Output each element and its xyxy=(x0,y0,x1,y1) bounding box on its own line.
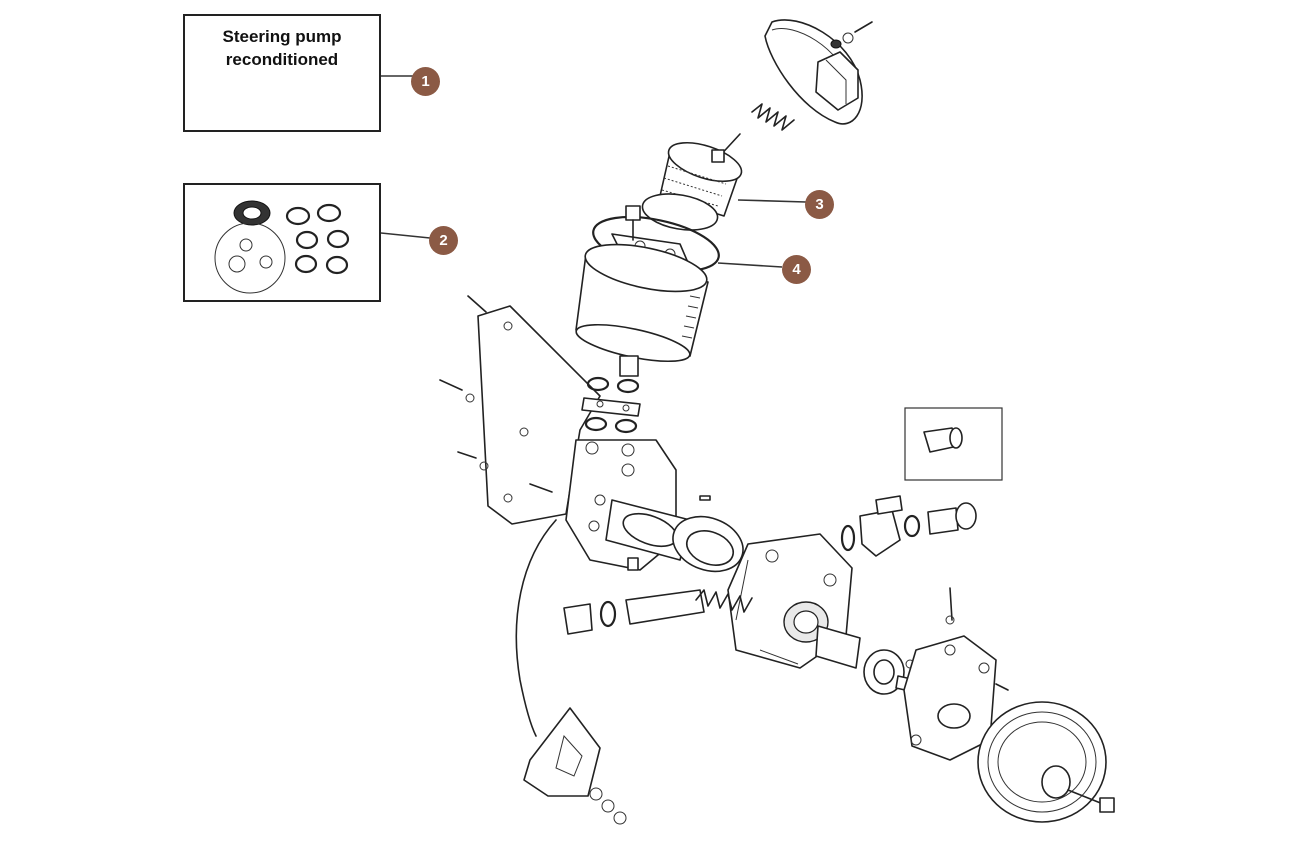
callout-4[interactable]: 4 xyxy=(782,255,811,284)
callout-3[interactable]: 3 xyxy=(805,190,834,219)
part-box-label-line1: Steering pump xyxy=(222,27,342,46)
drive-shaft-bearing xyxy=(815,625,917,695)
reservoir-cover xyxy=(764,19,873,125)
relief-spring xyxy=(751,103,795,131)
part-box-steering-pump[interactable]: Steering pump reconditioned xyxy=(183,14,381,132)
pump-rotor xyxy=(605,495,744,573)
leader-line-4 xyxy=(717,262,783,268)
part-box-label-line2: reconditioned xyxy=(225,50,339,69)
drive-pulley xyxy=(977,701,1115,823)
leader-line-3 xyxy=(737,199,807,203)
rear-plate xyxy=(903,587,1009,761)
part-box-seal-kit[interactable] xyxy=(183,183,381,302)
leader-line-2 xyxy=(380,232,431,239)
relief-valve xyxy=(563,589,753,635)
callout-2[interactable]: 2 xyxy=(429,226,458,255)
union-fittings xyxy=(581,355,641,434)
inset-fitting-box xyxy=(904,407,1003,481)
lower-bracket xyxy=(523,707,627,825)
seal-kit-illustration xyxy=(214,200,350,294)
drive-belt-hose xyxy=(515,519,557,737)
callout-1[interactable]: 1 xyxy=(411,67,440,96)
outlet-fittings xyxy=(840,495,977,557)
reservoir-canister xyxy=(575,243,709,363)
